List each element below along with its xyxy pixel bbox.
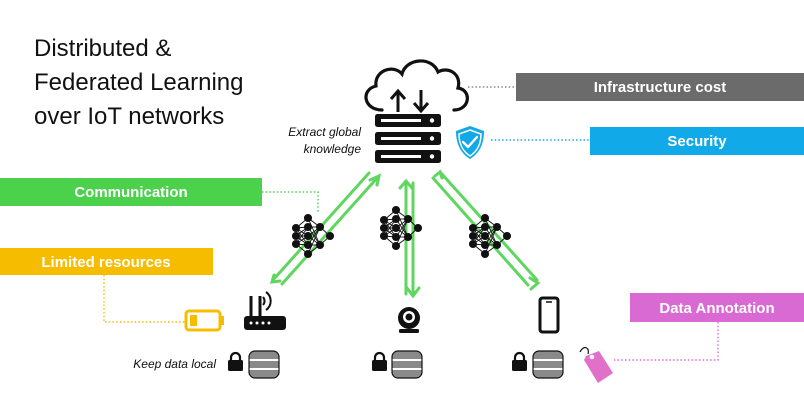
- lock-icon: [510, 351, 529, 373]
- database-icon: [391, 350, 423, 379]
- communication-label: Communication: [0, 178, 262, 206]
- infrastructure-cost-text: Infrastructure cost: [594, 79, 727, 96]
- keep-data-local-text: Keep data local: [133, 357, 216, 371]
- database-icon: [248, 350, 280, 379]
- router-icon: [244, 291, 286, 330]
- limited-resources-text: Limited resources: [41, 254, 170, 271]
- battery-low-icon: [184, 309, 224, 332]
- data-annotation-text: Data Annotation: [659, 300, 774, 317]
- lock-icon: [226, 351, 245, 373]
- server-note-line-1: Extract global: [288, 125, 361, 139]
- model-exchange-arrows: [269, 169, 541, 299]
- neural-network-icon: [379, 205, 423, 251]
- connector-limited-resources: [103, 275, 186, 323]
- security-label: Security: [590, 127, 804, 155]
- cloud-server-icon: [364, 59, 469, 163]
- smartphone-icon: [538, 296, 560, 334]
- infrastructure-cost-label: Infrastructure cost: [516, 73, 804, 101]
- arrow-left: [269, 171, 382, 286]
- shield-check-icon: [456, 126, 484, 159]
- communication-text: Communication: [74, 184, 187, 201]
- lock-icon: [370, 351, 389, 373]
- database-icon: [532, 350, 564, 379]
- title-line-3: over IoT networks: [34, 103, 224, 130]
- webcam-icon: [398, 307, 420, 333]
- data-annotation-label: Data Annotation: [630, 293, 804, 322]
- connector-data-annotation: [614, 322, 719, 361]
- neural-network-icon: [468, 213, 512, 259]
- limited-resources-label: Limited resources: [0, 248, 213, 275]
- server-note-line-2: knowledge: [304, 142, 362, 156]
- security-text: Security: [667, 133, 727, 150]
- title-line-2: Federated Learning: [34, 69, 243, 96]
- connector-communication: [262, 191, 319, 213]
- title-line-1: Distributed &: [34, 35, 171, 62]
- tag-icon: [579, 346, 613, 383]
